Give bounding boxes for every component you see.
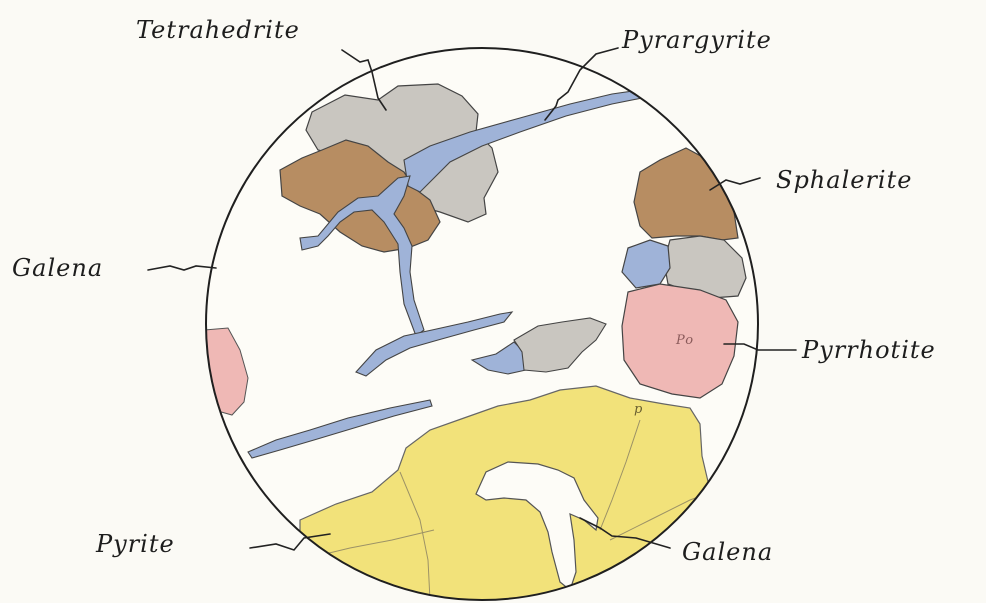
- label-tetrahedrite: Tetrahedrite: [136, 16, 300, 44]
- pyrrhotite-grain-mark: Po: [675, 333, 694, 348]
- label-pyrargyrite: Pyrargyrite: [621, 26, 772, 54]
- pyrite-grain-mark: p: [634, 402, 643, 417]
- label-pyrrhotite: Pyrrhotite: [801, 336, 936, 364]
- label-galena-bottom: Galena: [682, 538, 773, 566]
- label-galena-left: Galena: [12, 254, 103, 282]
- label-pyrite: Pyrite: [95, 530, 175, 558]
- label-sphalerite: Sphalerite: [776, 166, 912, 194]
- galena-left-leader: [148, 266, 216, 270]
